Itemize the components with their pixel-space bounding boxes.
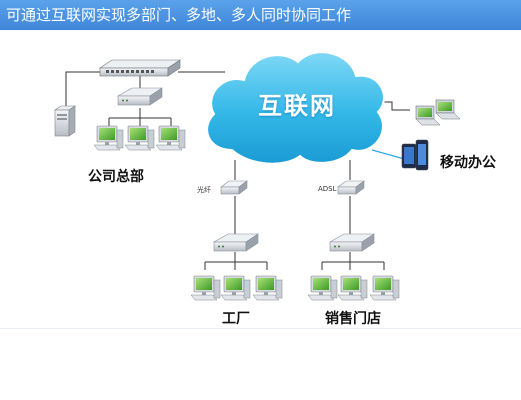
internet-cloud-icon bbox=[206, 51, 385, 165]
hq-router-icon bbox=[117, 87, 163, 106]
cloud-label: 互联网 bbox=[258, 92, 336, 120]
factory-pc-icon bbox=[190, 275, 221, 301]
phone-icon bbox=[415, 139, 429, 171]
adsl-modem-icon bbox=[337, 180, 365, 195]
network-diagram bbox=[54, 51, 461, 301]
mobile-office-label: 移动办公 bbox=[440, 155, 496, 171]
factory-pc-icon bbox=[252, 275, 283, 301]
factory-label: 工厂 bbox=[222, 311, 250, 327]
laptop-icon bbox=[435, 99, 461, 120]
hq-label: 公司总部 bbox=[88, 169, 144, 185]
hq-pc-icon bbox=[93, 125, 124, 151]
connection-lines bbox=[65, 71, 410, 270]
factory-pc-icon bbox=[220, 275, 251, 301]
factory-router-icon bbox=[213, 233, 259, 252]
store-label: 销售门店 bbox=[325, 311, 381, 327]
hq-server-icon bbox=[54, 105, 76, 137]
fiber-label: 光纤 bbox=[197, 186, 211, 194]
hq-pc-icon bbox=[155, 125, 186, 151]
hq-switch-icon bbox=[99, 59, 181, 77]
hq-pc-icon bbox=[124, 125, 155, 151]
store-pc-icon bbox=[337, 275, 368, 301]
store-pc-icon bbox=[369, 275, 400, 301]
store-pc-icon bbox=[307, 275, 338, 301]
tablet-icon bbox=[401, 143, 417, 169]
store-router-icon bbox=[329, 233, 375, 252]
divider bbox=[0, 328, 521, 329]
header-title: 可通过互联网实现多部门、多地、多人同时协同工作 bbox=[0, 0, 521, 30]
adsl-label: ADSL bbox=[318, 185, 337, 193]
fiber-modem-icon bbox=[220, 180, 248, 195]
